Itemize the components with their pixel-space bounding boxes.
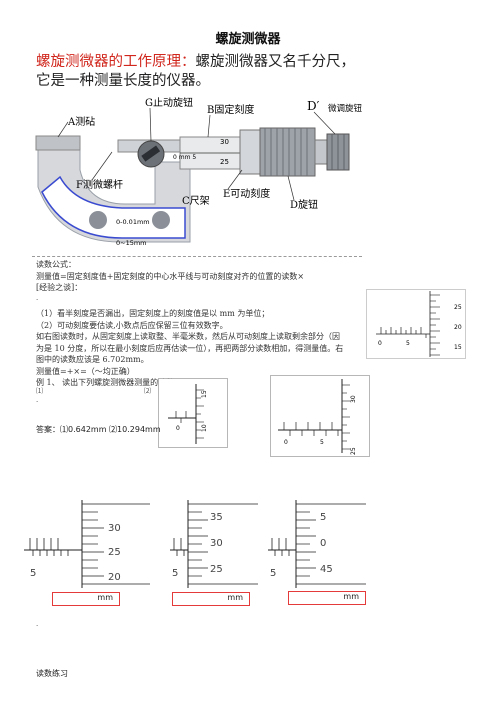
answer-line: 答案：⑴0.642mm ⑵10.294mm [36,424,161,435]
answer-2: 10.294mm [117,425,161,434]
label-anvil: A测砧 [67,115,95,128]
label-fixed-scale: B固定刻度 [207,103,254,116]
frame-spec-1: 0-0.01mm [116,218,150,226]
p1-moving-2: 25 [108,547,121,558]
measure-line: 测量值=+×=（～均正确） [36,366,135,376]
practice-diagram-2: 35 30 25 5 [170,500,258,588]
practice-diagram-3: 5 0 45 5 [268,500,366,588]
intro-line1: 螺旋测微器又名千分尺， [195,54,356,70]
p1-fixed: 5 [30,568,36,579]
intro-line2: 它是一种测量长度的仪器。 [36,73,210,89]
example-2-diagram: 0 5 30 25 [270,375,370,457]
scale-25: 25 [220,158,229,166]
p3-moving-2: 0 [320,538,326,549]
example-prompt: 例 1、 读出下列螺旋测微器测量的读数。 [36,378,183,387]
answer-1: 0.642mm [68,425,107,434]
ex2-fixed-5: 5 [320,439,324,446]
tips-label: [经验之谈]： [36,283,83,292]
ex2-moving-25: 25 [350,447,357,455]
label-ratchet-text: 微调旋钮 [328,103,363,114]
p3-moving-1: 5 [320,512,326,523]
formula-text: 测量值=固定刻度值+固定刻度的中心水平线与可动刻度对齐的位置的读数× [36,271,305,281]
label-moving-scale: E可动刻度 [223,187,270,200]
p3-fixed: 5 [270,568,276,579]
side-moving-15: 15 [454,344,462,351]
label-lock-knob: G止动旋钮 [145,96,193,109]
tip-2: （2）可动刻度要估读,小数点后应保留三位有效数字。 [36,320,228,330]
formula-block: 读数公式： 测量值=固定刻度值+固定刻度的中心水平线与可动刻度对齐的位置的读数×… [36,259,366,294]
p1-moving-1: 30 [108,523,121,534]
answer-box-2[interactable]: mm [172,592,250,606]
frame-spec-2: 0~15mm [116,239,147,247]
ex1-moving-15: 15 [201,390,208,398]
tip-4: 为是 10 分度，所以在最小刻度后应再估读一位），再把两部分读数相加，得测量值。… [36,343,344,353]
p2-fixed: 5 [172,568,178,579]
label-frame: C尺架 [182,195,210,207]
answer-box-3-unit: mm [343,592,359,601]
example-label-1: ⑴ [36,387,43,395]
p3-moving-3: 45 [320,564,333,575]
label-thimble: D旋钮 [290,198,318,211]
label-spindle: F测微螺杆 [76,178,123,191]
intro-heading: 螺旋测微器的工作原理： [36,54,196,70]
page-title: 螺旋测微器 [215,32,281,47]
dot-mark: · [36,296,39,304]
practice-label: 读数练习 [36,669,68,678]
scale-30: 30 [220,138,229,146]
p1-moving-3: 20 [108,572,121,583]
ex1-moving-10: 10 [201,424,208,432]
ex1-fixed-0: 0 [176,425,180,432]
dot-mark-3: · [36,622,39,630]
section-divider [32,256,362,257]
tip-5: 图中的读数应该是 6.702mm。 [36,355,149,364]
answer-prefix: 答案：⑴ [36,425,68,434]
example-label-2: ⑵ [144,387,151,395]
label-ratchet: D′ [307,99,320,113]
ex2-fixed-0: 0 [284,439,288,446]
ex2-moving-30: 30 [350,395,357,403]
p2-moving-3: 25 [210,564,223,575]
intro-paragraph: 螺旋测微器的工作原理：螺旋测微器又名千分尺， 它是一种测量长度的仪器。 [36,53,476,91]
side-fixed-0: 0 [378,340,382,347]
answer-mid: ⑵ [106,425,118,434]
answer-box-1[interactable]: mm [52,592,120,606]
side-moving-20: 20 [454,324,462,331]
tip-1: （1）看半刻度是否漏出，固定刻度上的刻度值是以 mm 为单位； [36,309,270,318]
practice-diagram-1: 30 25 20 5 [24,500,150,588]
answer-box-3[interactable]: mm [288,591,366,605]
p2-moving-1: 35 [210,512,223,523]
formula-label: 读数公式： [36,260,76,269]
answer-box-1-unit: mm [97,593,113,602]
scale-mm: 0 mm 5 [173,154,196,161]
dot-mark-2: · [36,398,39,406]
side-scale-diagram: 0 5 25 20 15 [366,289,466,359]
tips-block: （1）看半刻度是否漏出，固定刻度上的刻度值是以 mm 为单位； （2）可动刻度要… [36,308,366,389]
micrometer-illustration: A测砧 G止动旋钮 B固定刻度 D′ 微调旋钮 F测微螺杆 C尺架 E可动刻度 … [30,92,370,257]
side-moving-25: 25 [454,304,462,311]
answer-box-2-unit: mm [227,593,243,602]
p2-moving-2: 30 [210,538,223,549]
example-1-diagram: 0 15 10 [158,378,228,448]
tip-3: 如右图读数时，从固定刻度上读取整、半毫米数，然后从可动刻度上读取剩余部分（因 [36,332,340,341]
side-fixed-5: 5 [406,340,410,347]
